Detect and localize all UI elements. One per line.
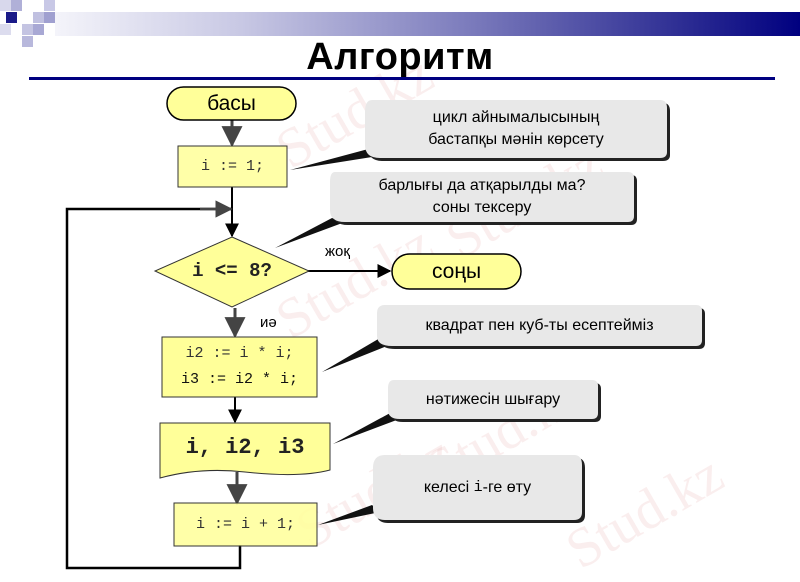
branch-yes-label: иә bbox=[260, 314, 277, 331]
end-terminal bbox=[391, 253, 522, 290]
decor-square bbox=[44, 0, 55, 11]
callout-compute-text: квадрат пен куб-ты есептейміз bbox=[425, 316, 654, 334]
compute-line-1: i2 := i * i; bbox=[185, 345, 294, 362]
decor-square bbox=[22, 24, 33, 35]
init-code: i := 1; bbox=[200, 158, 264, 175]
callout-condition-text: барлығы да атқарылды ма? соны тексеру bbox=[330, 172, 634, 222]
compute-process bbox=[161, 336, 318, 398]
condition-code: i <= 8? bbox=[192, 260, 272, 282]
decor-square bbox=[0, 24, 11, 35]
callout-compute bbox=[322, 305, 705, 372]
decor-square bbox=[44, 12, 55, 23]
callout-increment-suffix: -ге өту bbox=[482, 478, 532, 496]
header-gradient-band bbox=[55, 12, 800, 36]
increment-code: i := i + 1; bbox=[195, 516, 296, 533]
condition-decision bbox=[153, 236, 311, 308]
callout-condition-line-1: барлығы да атқарылды ма? bbox=[378, 177, 586, 194]
increment-process bbox=[173, 502, 318, 547]
decor-square bbox=[6, 12, 17, 23]
branch-no-label: жоқ bbox=[325, 243, 350, 260]
callout-increment-var: i bbox=[473, 478, 483, 496]
output-document bbox=[159, 422, 331, 479]
compute-line-2: i3 := i2 * i; bbox=[180, 371, 299, 388]
end-label: соңы bbox=[431, 259, 482, 283]
callout-output-text: нәтижесін шығару bbox=[425, 390, 561, 408]
decor-square bbox=[22, 36, 33, 47]
decor-square bbox=[0, 0, 11, 11]
callout-init bbox=[290, 100, 670, 170]
callout-condition-line-2: соны тексеру bbox=[432, 199, 532, 216]
slide-title: Алгоритм bbox=[306, 36, 494, 78]
callout-init-line-2: бастапқы мәнін көрсету bbox=[428, 131, 604, 148]
decor-square bbox=[33, 12, 44, 23]
init-process bbox=[177, 145, 288, 188]
decor-square bbox=[11, 0, 22, 11]
callout-output bbox=[333, 380, 601, 444]
callout-init-line-1: цикл айнымалысының bbox=[432, 109, 600, 126]
start-label: басы bbox=[207, 91, 256, 115]
callout-init-text: цикл айнымалысының бастапқы мәнін көрсет… bbox=[365, 100, 667, 158]
output-code: i, i2, i3 bbox=[185, 434, 305, 460]
callout-increment-text: келесі i-ге өту bbox=[373, 455, 582, 520]
callout-increment bbox=[318, 455, 585, 525]
callout-increment-prefix: келесі bbox=[423, 478, 474, 496]
title-underline bbox=[29, 77, 775, 80]
decor-square bbox=[33, 24, 44, 35]
start-terminal bbox=[166, 86, 297, 121]
callout-condition bbox=[275, 172, 637, 248]
